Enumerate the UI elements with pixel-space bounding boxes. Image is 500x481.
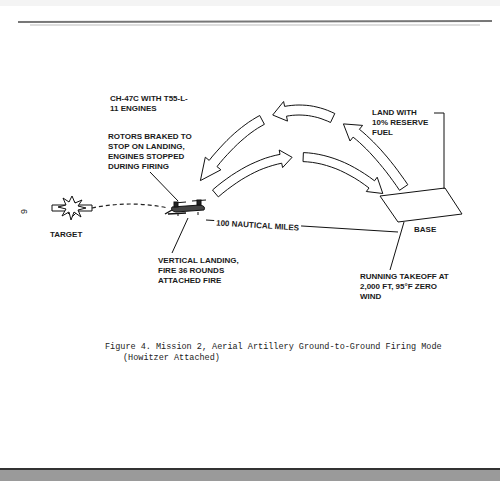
leader-line bbox=[390, 222, 404, 270]
firing-trajectory bbox=[92, 204, 168, 208]
scan-line bbox=[0, 468, 500, 470]
base-label: BASE bbox=[414, 225, 454, 235]
scan-line bbox=[30, 25, 480, 26]
fuel-note: LAND WITH 10% RESERVE FUEL bbox=[372, 108, 434, 138]
scan-edge bbox=[0, 468, 500, 481]
target-label: TARGET bbox=[50, 230, 100, 240]
base-pad bbox=[380, 188, 462, 222]
flight-arrow bbox=[273, 102, 335, 123]
distance-label: 100 NAUTICAL MILES bbox=[214, 218, 301, 233]
target-symbol bbox=[52, 196, 92, 220]
flight-arrow bbox=[213, 150, 293, 197]
leader-line bbox=[172, 218, 188, 253]
scan-edge bbox=[0, 0, 500, 6]
flight-arrow bbox=[303, 153, 383, 194]
takeoff-note: RUNNING TAKEOFF AT 2,000 FT, 95°F ZERO W… bbox=[360, 272, 452, 302]
leader-line bbox=[150, 172, 178, 201]
figure-caption: Figure 4. Mission 2, Aerial Artillery Gr… bbox=[105, 342, 453, 364]
aircraft-note: CH-47C WITH T55-L-11 ENGINES bbox=[110, 94, 190, 114]
scan-line bbox=[18, 21, 492, 22]
landing-note: VERTICAL LANDING, FIRE 36 ROUNDS ATTACHE… bbox=[158, 256, 248, 286]
leader-line bbox=[434, 113, 444, 189]
rotor-note: ROTORS BRAKED TO STOP ON LANDING, ENGINE… bbox=[108, 132, 196, 172]
helicopter-symbol bbox=[165, 200, 206, 216]
page-number: 6 bbox=[19, 209, 29, 221]
